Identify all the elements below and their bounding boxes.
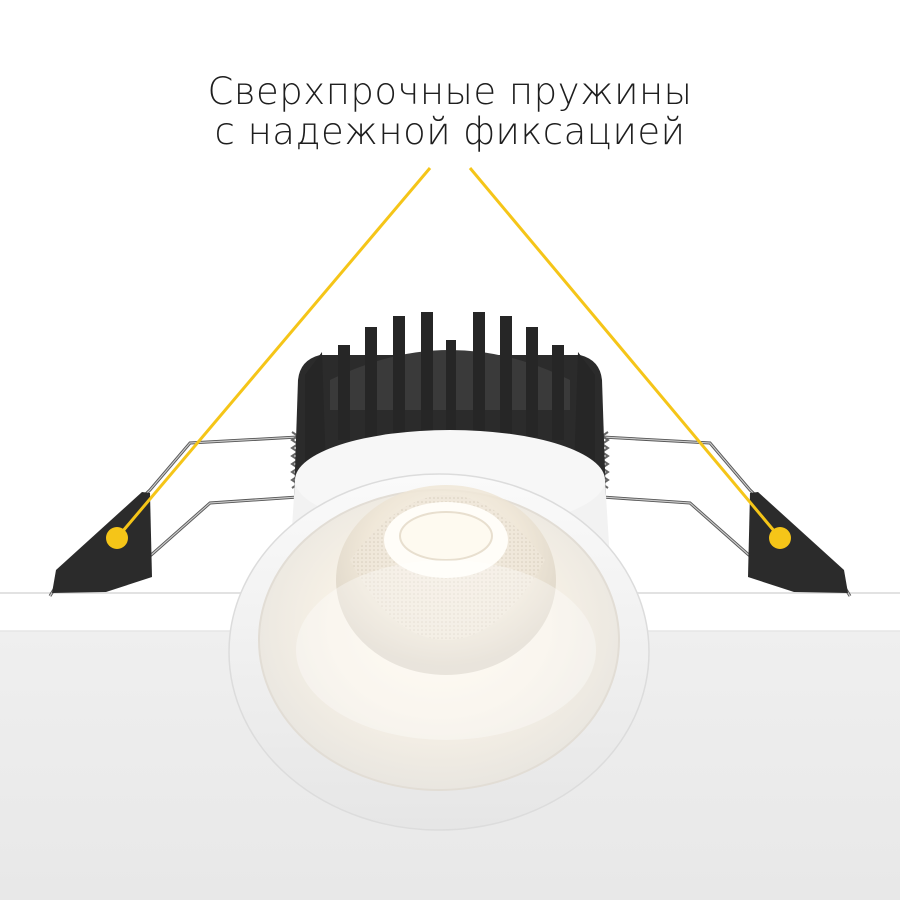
feature-caption: Сверхпрочные пружины с надежной фиксацие… bbox=[0, 72, 900, 152]
callout-line-left bbox=[115, 167, 432, 539]
callout-pointers bbox=[106, 167, 791, 549]
callout-dot-left bbox=[106, 527, 128, 549]
caption-line-1: Сверхпрочные пружины bbox=[207, 70, 693, 113]
right-spring-clip bbox=[600, 431, 852, 597]
caption-line-2: с надежной фиксацией bbox=[214, 110, 686, 153]
led-reflector bbox=[296, 485, 596, 740]
callout-dot-right bbox=[769, 527, 791, 549]
callout-line-right bbox=[468, 167, 782, 539]
left-spring-clip bbox=[48, 431, 300, 597]
